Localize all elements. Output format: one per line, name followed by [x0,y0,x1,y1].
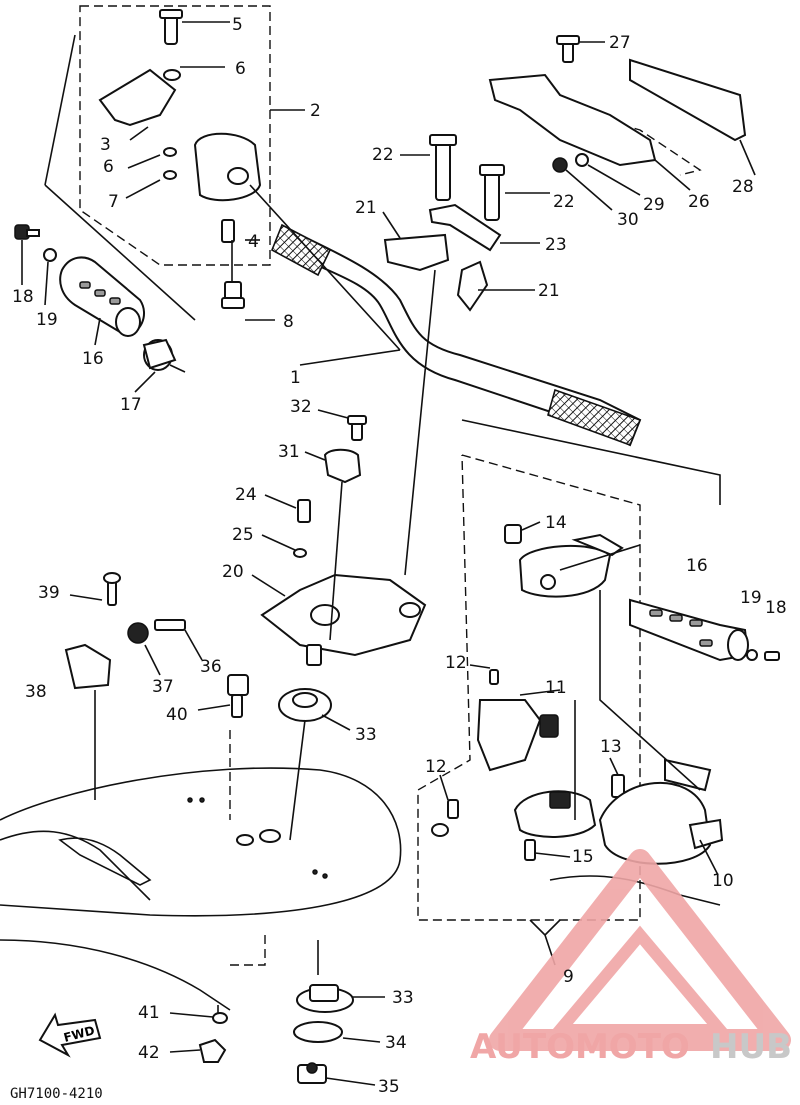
callout-24: 24 [235,485,257,505]
callout-38: 38 [25,682,47,702]
callout-8: 8 [283,312,294,332]
callout-2: 2 [310,101,321,121]
callout-12b: 12 [425,757,447,777]
callout-6b: 6 [103,157,114,177]
callout-10: 10 [712,871,734,891]
handlebar-clamp-assembly [382,134,550,576]
callout-18b: 18 [765,598,787,618]
hull-hardware [169,1012,228,1063]
callout-16a: 16 [82,349,104,369]
callout-29: 29 [643,195,665,215]
callout-32: 32 [290,397,312,417]
callout-13: 13 [600,737,622,757]
right-lever-assembly [488,35,756,211]
handlebar [270,223,642,447]
callout-12a: 12 [445,653,467,673]
diagram-code: GH7100-4210 [10,1086,103,1102]
callout-33b: 33 [392,988,414,1008]
callout-14: 14 [545,513,567,533]
callout-1: 1 [290,368,301,388]
callout-37: 37 [152,677,174,697]
fwd-arrow [38,1012,102,1058]
callout-36: 36 [200,657,222,677]
right-switch-assembly [431,521,780,966]
hull-outline [0,690,402,1020]
bracket-assembly [64,572,249,718]
callout-6a: 6 [235,59,246,79]
callout-18a: 18 [12,287,34,307]
callout-15: 15 [572,847,594,867]
callout-17: 17 [120,395,142,415]
watermark-brand-primary: AUTOMOTO [470,1027,690,1067]
callout-19a: 19 [36,310,58,330]
callout-40: 40 [166,705,188,725]
callout-30: 30 [617,210,639,230]
callout-41: 41 [138,1003,160,1023]
left-grip-assembly [14,224,186,393]
group-box-2 [44,5,271,321]
callout-26: 26 [688,192,710,212]
callout-28: 28 [732,177,754,197]
callout-21a: 21 [355,198,377,218]
callout-34: 34 [385,1033,407,1053]
steering-mount-assembly [251,409,427,666]
watermark-logo [489,849,791,1051]
callout-27: 27 [609,33,631,53]
callout-20: 20 [222,562,244,582]
watermark-brand-secondary: HUB [710,1027,792,1067]
grommet-assembly [278,688,385,1086]
callout-39: 39 [38,583,60,603]
callout-9: 9 [563,967,574,987]
callout-33a: 33 [355,725,377,745]
callout-22a: 22 [372,145,394,165]
callout-22b: 22 [553,192,575,212]
callout-19b: 19 [740,588,762,608]
callout-4: 4 [248,232,259,252]
callout-16b: 16 [686,556,708,576]
callout-11: 11 [545,678,567,698]
callout-23: 23 [545,235,567,255]
callout-7: 7 [108,192,119,212]
callout-25: 25 [232,525,254,545]
left-switch-assembly [98,9,401,351]
callout-42: 42 [138,1043,160,1063]
callout-3: 3 [100,135,111,155]
callout-5: 5 [232,15,243,35]
callout-31: 31 [278,442,300,462]
callout-21b: 21 [538,281,560,301]
group-box-9 [417,419,721,921]
callout-35: 35 [378,1077,400,1097]
